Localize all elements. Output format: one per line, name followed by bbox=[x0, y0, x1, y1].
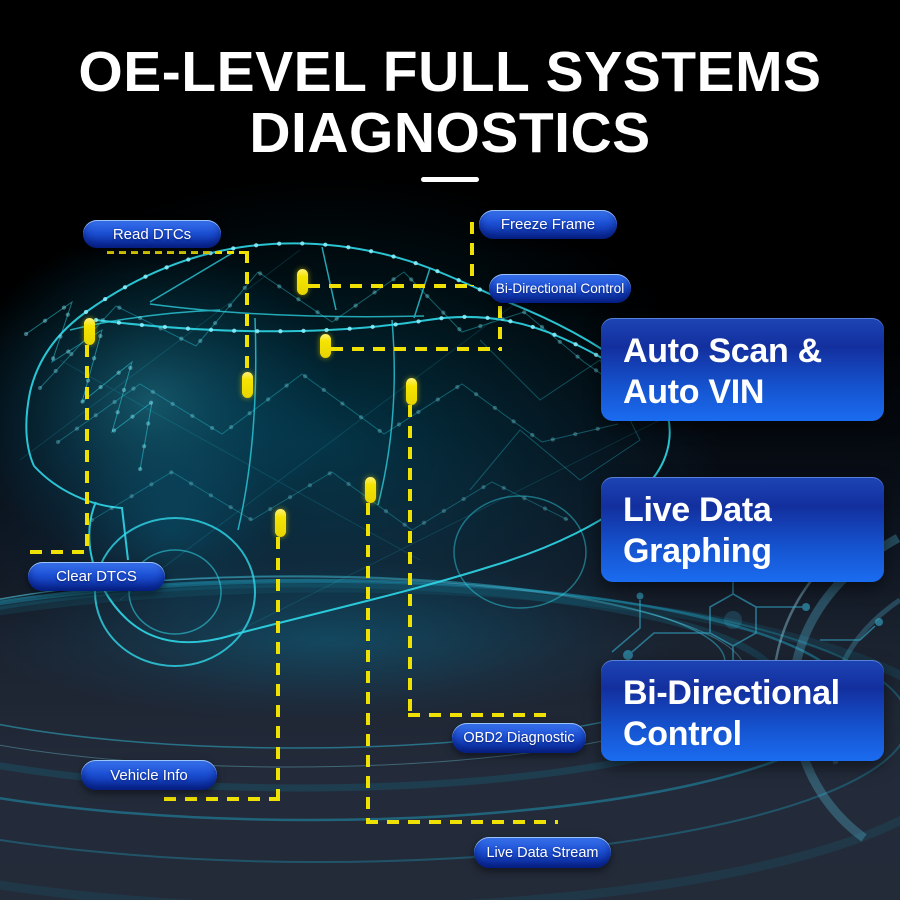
marker-pin-freeze-frame bbox=[297, 269, 308, 295]
callout-freeze-frame: Freeze Frame bbox=[479, 210, 617, 239]
marker-pin-live-data-stream bbox=[365, 477, 376, 503]
feature-auto-scan-line1: Auto Scan & bbox=[623, 332, 822, 370]
feature-live-data-graphing: Live Data Graphing bbox=[601, 477, 884, 582]
marker-pin-obd2 bbox=[406, 378, 417, 405]
marker-pin-bi-directional bbox=[320, 334, 331, 358]
callout-obd2-diagnostic: OBD2 Diagnostic bbox=[452, 723, 586, 753]
feature-live-data-line2: Graphing bbox=[623, 532, 772, 570]
car-wireframe-graphic bbox=[19, 243, 671, 667]
callout-bi-directional-control: Bi-Directional Control bbox=[489, 274, 631, 303]
page-title-line1: OE-LEVEL FULL SYSTEMS bbox=[78, 40, 822, 104]
marker-pin-vehicle-info bbox=[275, 509, 286, 537]
connector-read-dtcs-h bbox=[107, 251, 248, 254]
connector-live-data-stream-v bbox=[366, 503, 370, 822]
feature-bi-directional-line2: Control bbox=[623, 715, 742, 753]
connector-read-dtcs-v bbox=[245, 251, 249, 372]
feature-auto-scan-auto-vin: Auto Scan & Auto VIN bbox=[601, 318, 884, 421]
connector-clear-dtcs-v bbox=[85, 345, 89, 552]
callout-read-dtcs: Read DTCs bbox=[83, 220, 221, 248]
connector-vehicle-info-v bbox=[276, 537, 280, 799]
feature-bi-directional-control: Bi-Directional Control bbox=[601, 660, 884, 761]
feature-auto-scan-line2: Auto VIN bbox=[623, 373, 765, 411]
callout-clear-dtcs: Clear DTCS bbox=[28, 562, 165, 591]
connector-bi-directional-v bbox=[498, 306, 502, 350]
title-underline bbox=[421, 177, 479, 182]
callout-live-data-stream: Live Data Stream bbox=[474, 837, 611, 868]
connector-vehicle-info-h bbox=[164, 797, 280, 801]
marker-pin-clear-dtcs bbox=[84, 318, 95, 345]
connector-clear-dtcs-h bbox=[30, 550, 89, 554]
connector-obd2-h bbox=[408, 713, 551, 717]
feature-bi-directional-line1: Bi-Directional bbox=[623, 674, 840, 712]
connector-obd2-v bbox=[408, 405, 412, 715]
connector-freeze-frame-v bbox=[470, 222, 474, 286]
connector-freeze-frame-h bbox=[308, 284, 474, 288]
callout-vehicle-info: Vehicle Info bbox=[81, 760, 217, 790]
marker-pin-read-dtcs bbox=[242, 372, 253, 398]
page-title-line2: DIAGNOSTICS bbox=[249, 101, 651, 165]
feature-live-data-line1: Live Data bbox=[623, 491, 772, 529]
connector-live-data-stream-h bbox=[366, 820, 558, 824]
page-title: OE-LEVEL FULL SYSTEMS DIAGNOSTICS bbox=[0, 42, 900, 164]
connector-bi-directional-h bbox=[331, 347, 502, 351]
